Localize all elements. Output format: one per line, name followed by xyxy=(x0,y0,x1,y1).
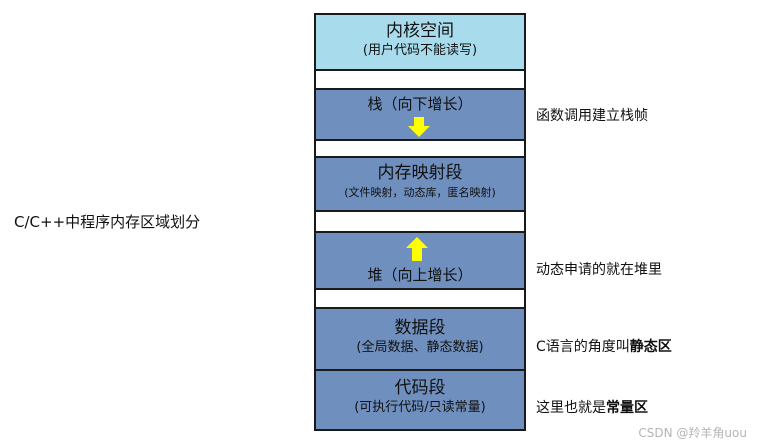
code-segment-title: 代码段 xyxy=(394,378,446,398)
heap-note: 动态申请的就在堆里 xyxy=(536,262,662,278)
heap-title: 堆（向上增长） xyxy=(367,266,473,284)
data-note: C语言的角度叫静态区 xyxy=(536,338,672,356)
memory-layout-stack: 内核空间 (用户代码不能读写) 栈（向下增长） 内存映射段 (文件映射，动态库，… xyxy=(314,13,526,431)
watermark: CSDN @羚羊角uou xyxy=(638,426,747,440)
code-note-bold: 常量区 xyxy=(606,400,648,416)
memory-mapping-subtitle: (文件映射，动态库，匿名映射) xyxy=(344,186,496,199)
memory-mapping-segment: 内存映射段 (文件映射，动态库，匿名映射) xyxy=(316,156,524,210)
data-segment-subtitle: (全局数据、静态数据) xyxy=(356,340,484,355)
code-note-prefix: 这里也就是 xyxy=(536,400,606,416)
code-segment-subtitle: (可执行代码/只读常量) xyxy=(354,400,486,415)
data-segment: 数据段 (全局数据、静态数据) xyxy=(316,307,524,369)
gap-after-mmap xyxy=(316,210,524,231)
kernel-space-subtitle: (用户代码不能读写) xyxy=(362,43,478,58)
code-note: 这里也就是常量区 xyxy=(536,399,648,417)
data-note-prefix: C语言的角度叫 xyxy=(536,339,630,355)
stack-segment: 栈（向下增长） xyxy=(316,88,524,139)
heap-segment: 堆（向上增长） xyxy=(316,231,524,288)
stack-note: 函数调用建立栈帧 xyxy=(536,108,648,124)
gap-after-heap xyxy=(316,288,524,307)
kernel-space-segment: 内核空间 (用户代码不能读写) xyxy=(316,15,524,69)
arrow-up-icon xyxy=(406,237,428,261)
arrow-down-icon xyxy=(408,117,430,137)
data-segment-title: 数据段 xyxy=(394,318,446,338)
memory-mapping-title: 内存映射段 xyxy=(377,163,463,183)
code-segment: 代码段 (可执行代码/只读常量) xyxy=(316,369,524,429)
gap-after-stack xyxy=(316,139,524,156)
stack-title: 栈（向下增长） xyxy=(367,95,473,113)
gap-after-kernel xyxy=(316,69,524,88)
kernel-space-title: 内核空间 xyxy=(386,21,454,41)
diagram-title: C/C++中程序内存区域划分 xyxy=(14,213,201,231)
data-note-bold: 静态区 xyxy=(629,339,672,355)
